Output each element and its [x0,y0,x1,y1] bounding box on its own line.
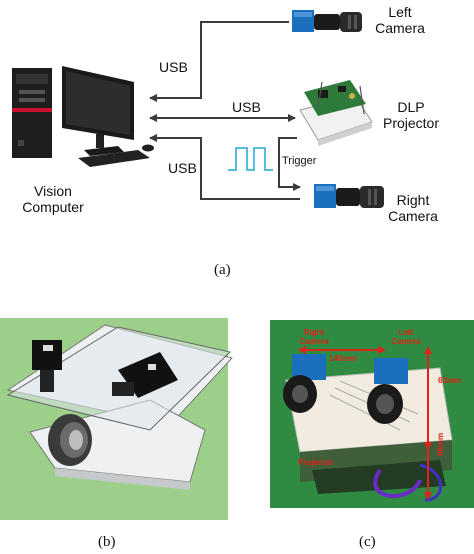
usb-label-bottom: USB [168,160,197,176]
left-camera-icon [292,10,362,32]
panel-b-model [0,318,232,520]
vision-computer-label: Vision Computer [8,183,98,215]
computer-tower-icon [12,68,52,158]
trigger-label: Trigger [282,153,316,169]
right-camera-label: Right Camera [383,192,443,224]
photo-projector-label: Projector [298,458,333,467]
photo-height-label: 63mm [438,376,461,385]
caption-a: (a) [214,262,231,279]
trigger-signal-icon [228,148,273,170]
usb-label-top: USB [159,59,188,75]
caption-c: (c) [359,534,376,551]
right-camera-icon [314,184,384,208]
dlp-projector-label: DLP Projector [373,99,449,131]
panel-c-photo [270,320,474,508]
left-camera-label: Left Camera [370,4,430,36]
photo-depth-label: 96mm [436,433,445,456]
usb-label-middle: USB [232,99,261,115]
photo-right-camera-label: Right Camera [294,328,334,346]
dlp-projector-icon [300,80,372,146]
caption-b: (b) [98,534,116,551]
photo-width-label: 140mm [321,354,365,363]
photo-left-camera-label: Left Camera [386,328,426,346]
computer-monitor-icon [62,66,134,156]
